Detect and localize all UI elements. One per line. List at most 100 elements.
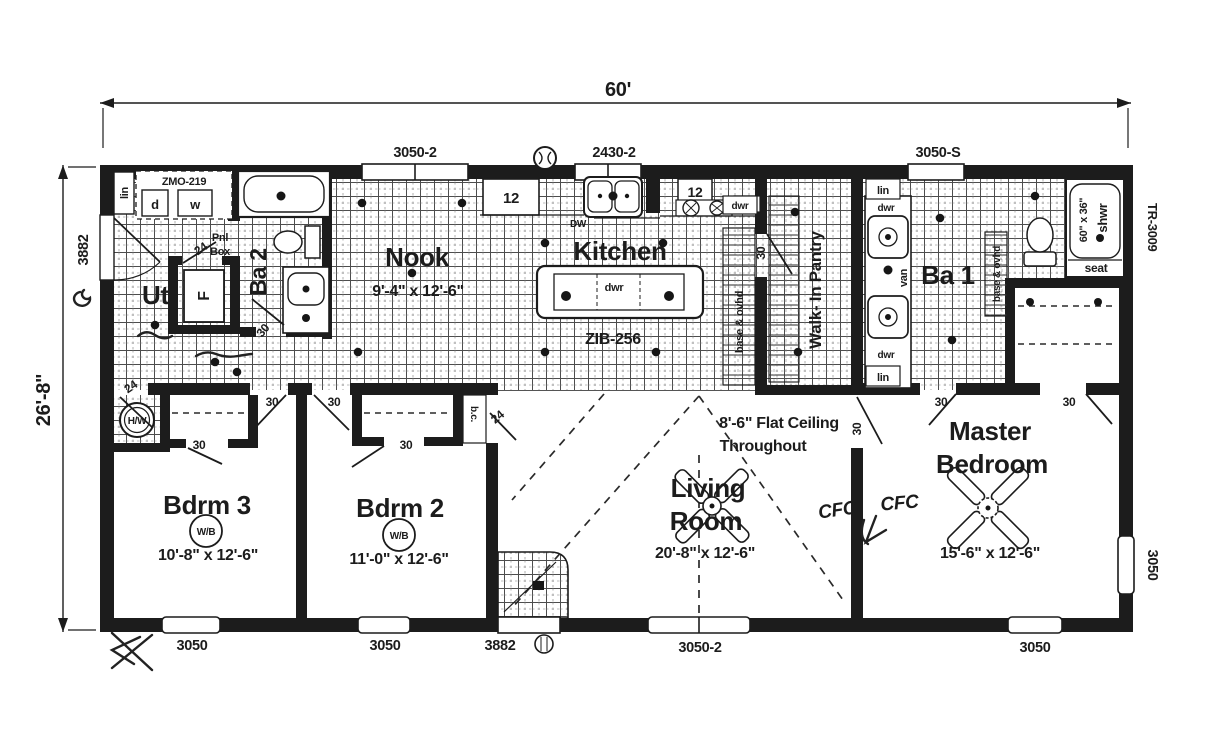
svg-text:base & ovhd: base & ovhd bbox=[992, 246, 1003, 302]
overall-depth-label: 26'-8" bbox=[33, 374, 55, 426]
fixture-symbol bbox=[534, 634, 554, 654]
kitchen-sink bbox=[583, 176, 643, 218]
washer bbox=[177, 189, 213, 217]
svg-text:3050-2: 3050-2 bbox=[678, 640, 722, 656]
range bbox=[675, 199, 733, 217]
dishwasher-label: DW bbox=[570, 219, 587, 230]
svg-text:W/B: W/B bbox=[197, 527, 216, 538]
bath1-area: lin dwr van dwr lin Ba 1 base & ovhd 60"… bbox=[864, 178, 1125, 389]
base-ovhd-cabinet-bath1 bbox=[984, 231, 1008, 317]
vanity-bath2 bbox=[282, 266, 330, 334]
handwritten-marks: CFC CFC bbox=[72, 288, 920, 672]
svg-text:dwr: dwr bbox=[732, 201, 749, 212]
entry-mat bbox=[533, 581, 544, 590]
room-label-pantry: Walk- In Pantry bbox=[806, 230, 825, 349]
bedroom2: Bdrm 2 W/B 11'-0" x 12'-6" bbox=[349, 493, 449, 568]
svg-text:30: 30 bbox=[935, 395, 948, 409]
nook-dims: 9'-4" x 12'-6" bbox=[372, 283, 464, 300]
svg-text:3050: 3050 bbox=[1019, 640, 1050, 656]
wardrobe-circle-bdrm2 bbox=[382, 518, 416, 552]
master-closet: 30 bbox=[1018, 298, 1116, 425]
model-number-label: TR-3009 bbox=[1145, 203, 1160, 252]
svg-text:24: 24 bbox=[488, 407, 507, 426]
master-bedroom: Master Bedroom 15'-6" x 12'-6" bbox=[936, 416, 1048, 562]
svg-text:3050: 3050 bbox=[176, 638, 207, 654]
dimension-depth: 26'-8" bbox=[33, 165, 96, 632]
svg-text:shwr: shwr bbox=[1095, 203, 1110, 232]
bdrm3-dims: 10'-8" x 12'-6" bbox=[158, 547, 258, 564]
window-bdrm3-3050: 3050 bbox=[161, 616, 221, 654]
window-master-bottom-3050: 3050 bbox=[1007, 616, 1063, 656]
furnace bbox=[183, 269, 225, 323]
svg-text:w: w bbox=[189, 197, 201, 212]
cabinet-12-left bbox=[482, 178, 540, 216]
living-room: Living Room 20'-8" x 12'-6" 8'-6" Flat C… bbox=[503, 393, 844, 614]
svg-text:Box: Box bbox=[210, 246, 231, 258]
svg-text:2430-2: 2430-2 bbox=[592, 145, 636, 161]
handwritten-arrow bbox=[863, 514, 888, 545]
panel-box-label: Pnl bbox=[212, 232, 228, 244]
room-label-utility: Utl bbox=[142, 280, 176, 310]
svg-text:3882: 3882 bbox=[76, 234, 92, 265]
svg-text:base & ovhd: base & ovhd bbox=[734, 291, 746, 353]
svg-text:30: 30 bbox=[193, 438, 206, 452]
broom-closet bbox=[462, 394, 487, 444]
vent-symbol bbox=[533, 146, 557, 170]
svg-text:12: 12 bbox=[503, 190, 519, 207]
svg-text:seat: seat bbox=[1085, 261, 1108, 275]
room-label-kitchen: Kitchen bbox=[573, 236, 666, 266]
svg-text:30: 30 bbox=[850, 422, 864, 435]
interior-doors: 30 30 30 30 30 30 b.c. 24 bbox=[187, 393, 957, 468]
overall-width-label: 60' bbox=[605, 79, 631, 101]
handwritten-cfc-2: CFC bbox=[880, 491, 920, 515]
sink-bath1-bottom bbox=[867, 295, 909, 339]
room-label-nook: Nook bbox=[385, 242, 450, 272]
svg-text:b.c.: b.c. bbox=[468, 406, 479, 423]
ceiling-fan-master bbox=[946, 466, 1030, 550]
svg-text:12: 12 bbox=[688, 184, 703, 200]
linen-label: lin bbox=[119, 186, 131, 199]
shower: 60" x 36" shwr seat bbox=[1065, 178, 1125, 278]
kitchen-area: Nook 9'-4" x 12'-6" Kitchen 12 DW 12 dwr bbox=[372, 176, 761, 386]
svg-text:W/B: W/B bbox=[390, 531, 409, 542]
bdrm2-dims: 11'-0" x 12'-6" bbox=[349, 551, 448, 568]
ceiling-note-2: Throughout bbox=[720, 438, 808, 455]
ceiling-dots bbox=[150, 191, 1040, 377]
handwritten-swirl bbox=[72, 288, 92, 307]
handwritten-x-mark bbox=[109, 631, 154, 672]
svg-text:3050: 3050 bbox=[369, 638, 400, 654]
svg-text:F: F bbox=[196, 291, 213, 301]
dryer bbox=[141, 189, 169, 217]
living-dims: 20'-8" x 12'-6" bbox=[655, 545, 755, 562]
ceiling-note-1: 8'-6" Flat Ceiling bbox=[719, 415, 839, 432]
window-living-3050-2: 3050-2 bbox=[647, 616, 751, 656]
toilet-bath2 bbox=[273, 225, 321, 259]
svg-text:3882: 3882 bbox=[484, 638, 515, 654]
interior-walls bbox=[114, 179, 1133, 618]
room-label-master-1: Master bbox=[949, 416, 1031, 446]
window-bdrm2-3050: 3050 bbox=[357, 616, 411, 654]
svg-text:60" x 36": 60" x 36" bbox=[1078, 198, 1090, 243]
window-master-right-3050: 3050 bbox=[1117, 535, 1160, 595]
wardrobe-circle-bdrm3 bbox=[189, 514, 223, 548]
svg-text:3050-S: 3050-S bbox=[916, 145, 962, 161]
side-door-3882: 3882 bbox=[76, 214, 161, 281]
room-label-living-2: Room bbox=[670, 506, 742, 536]
water-heater: H/W bbox=[119, 402, 155, 438]
window-kitchen-2430-2: 2430-2 bbox=[574, 145, 642, 181]
svg-text:lin: lin bbox=[877, 185, 890, 197]
window-bath1-3050-s: 3050-S bbox=[907, 145, 965, 181]
cabinet-zmo-label: ZMO-219 bbox=[162, 176, 207, 188]
svg-text:30: 30 bbox=[266, 395, 279, 409]
room-label-bdrm2: Bdrm 2 bbox=[356, 493, 444, 523]
room-label-bath1: Ba 1 bbox=[921, 260, 975, 290]
svg-text:30: 30 bbox=[328, 395, 341, 409]
svg-text:3050-2: 3050-2 bbox=[393, 145, 437, 161]
room-label-bath2: Ba 2 bbox=[245, 248, 271, 295]
svg-text:dwr: dwr bbox=[878, 350, 895, 361]
island-model-label: ZIB-256 bbox=[585, 331, 641, 348]
handwritten-squiggle bbox=[136, 331, 254, 358]
sink-bath1-top bbox=[867, 215, 909, 259]
